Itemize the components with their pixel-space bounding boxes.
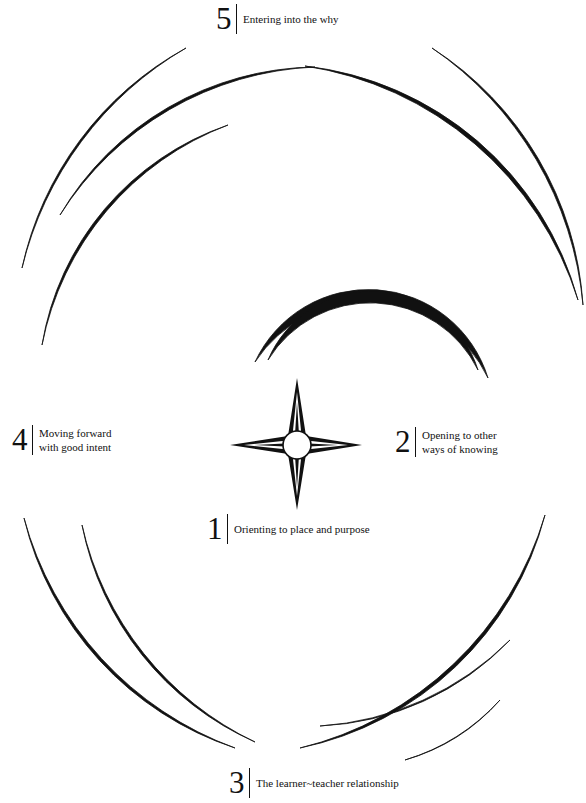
arc-stroke (60, 67, 315, 215)
arc-stroke (432, 48, 583, 305)
principle-label: 4 Moving forward with good intent (12, 425, 125, 455)
step-title: Moving forward with good intent (39, 426, 125, 454)
step-number: 3 (229, 768, 245, 798)
arc-stroke (268, 292, 478, 370)
step-number: 4 (12, 425, 28, 455)
arc-stroke (320, 640, 510, 726)
divider-bar (415, 427, 417, 457)
step-title: Orienting to place and purpose (234, 522, 370, 536)
star-shape (230, 378, 362, 510)
divider-bar (32, 425, 34, 455)
star-inner (244, 392, 348, 496)
star-core (254, 402, 338, 488)
principle-label: 5 Entering into the why (216, 4, 339, 34)
divider-bar (227, 514, 229, 544)
step-title: Entering into the why (243, 12, 339, 26)
arc-stroke (305, 66, 578, 300)
arc-stroke (255, 289, 488, 378)
arc-stroke (82, 525, 255, 742)
step-title: Opening to other ways of knowing (422, 428, 514, 456)
principle-label: 1 Orienting to place and purpose (207, 514, 370, 544)
principle-label: 3 The learner~teacher relationship (229, 768, 399, 798)
arc-stroke (405, 700, 500, 760)
principle-label: 2 Opening to other ways of knowing (395, 427, 514, 457)
step-number: 2 (395, 427, 411, 457)
arc-stroke (300, 515, 545, 748)
divider-bar (249, 768, 251, 798)
step-number: 5 (216, 4, 232, 34)
star-centre (283, 431, 311, 459)
divider-bar (236, 4, 238, 34)
arc-stroke (42, 125, 228, 345)
arc-stroke (24, 518, 235, 748)
step-title: The learner~teacher relationship (256, 776, 399, 790)
compass-star (230, 378, 362, 510)
step-number: 1 (207, 514, 223, 544)
